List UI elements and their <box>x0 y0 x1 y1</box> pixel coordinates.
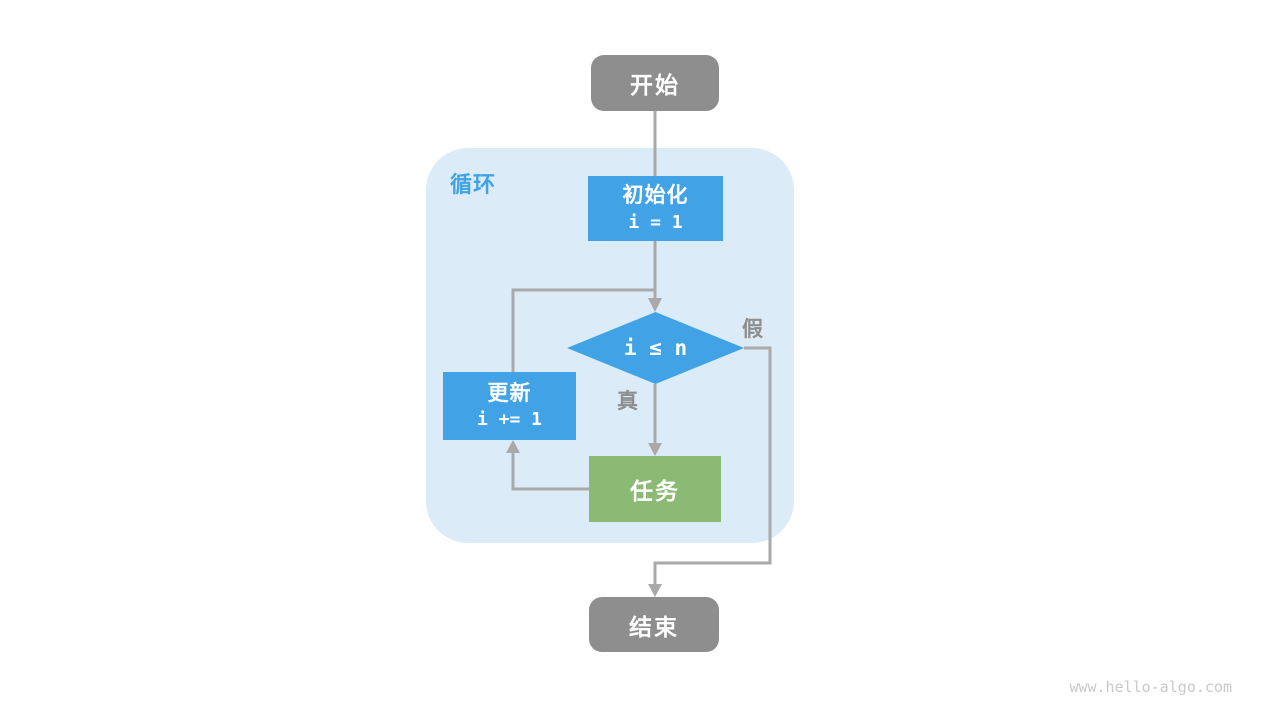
start-node-label: 开始 <box>630 72 680 98</box>
task-node: 任务 <box>589 456 721 522</box>
update-node-code: i += 1 <box>476 409 543 431</box>
arrowhead-condition-entry <box>648 298 662 312</box>
end-node-label: 结束 <box>629 613 679 640</box>
watermark: www.hello-algo.com <box>1069 678 1232 696</box>
true-branch-label: 真 <box>617 390 638 413</box>
update-node: 更新 i += 1 <box>443 372 576 440</box>
init-node-code: i = 1 <box>628 211 683 233</box>
arrowhead-end-entry <box>648 584 662 597</box>
end-node: 结束 <box>589 597 719 652</box>
arrowhead-update-entry <box>506 440 520 453</box>
arrowhead-task-entry <box>648 443 662 456</box>
init-node-title: 初始化 <box>622 184 689 208</box>
init-node: 初始化 i = 1 <box>588 176 723 241</box>
start-node: 开始 <box>591 55 719 111</box>
edge-update-feedback <box>511 288 655 372</box>
loop-label: 循环 <box>450 172 497 197</box>
update-node-title: 更新 <box>487 381 532 405</box>
edge-condition-false-to-end <box>653 346 772 585</box>
task-node-label: 任务 <box>630 478 680 504</box>
edge-task-to-update <box>511 452 589 491</box>
condition-node-code: i ≤ n <box>623 336 688 360</box>
false-branch-label: 假 <box>742 318 763 341</box>
